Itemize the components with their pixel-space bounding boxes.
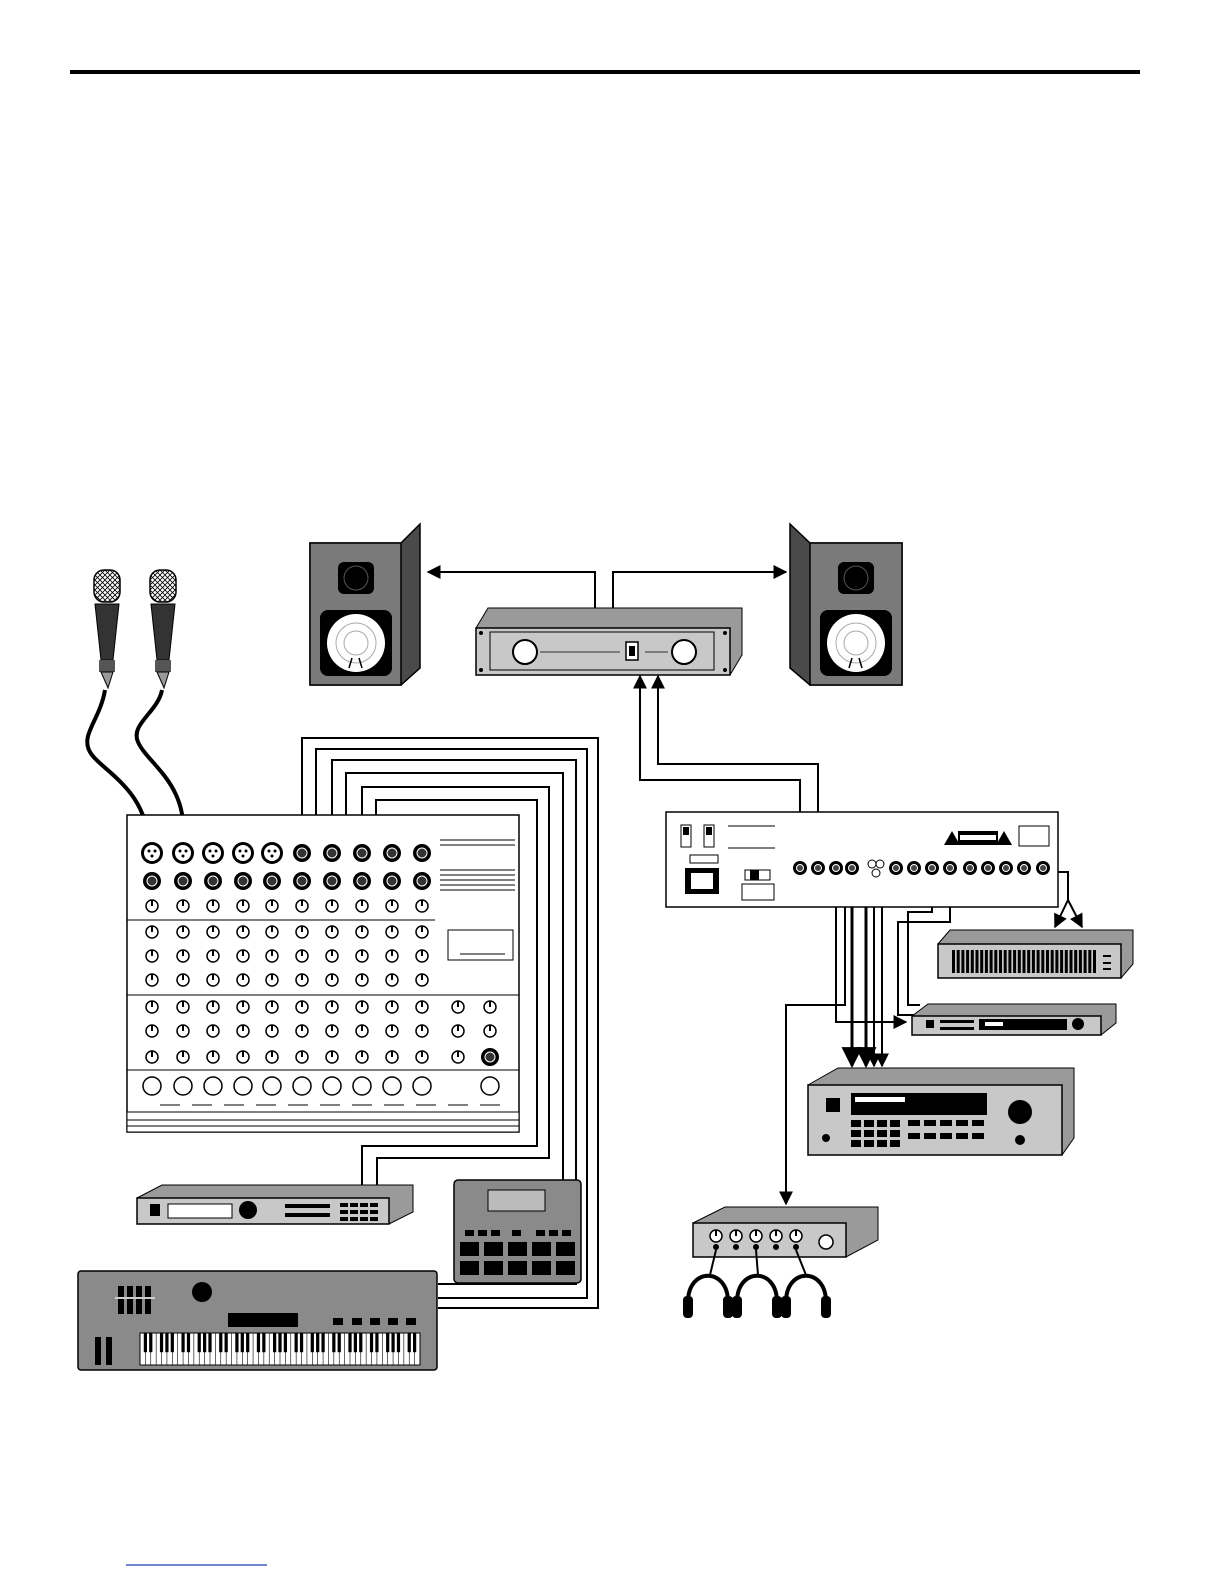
headphones-icon xyxy=(683,1276,733,1318)
mixer-icon xyxy=(127,815,519,1132)
speaker-icon xyxy=(790,524,902,685)
equalizer-icon xyxy=(938,930,1133,978)
rack-module-icon xyxy=(137,1185,413,1224)
headphones-icon xyxy=(732,1276,782,1318)
keyboard-icon xyxy=(78,1271,437,1370)
recorder-icon xyxy=(808,1068,1074,1155)
cable-amp-left-speaker xyxy=(428,572,595,608)
speaker-icon xyxy=(310,524,420,685)
drum-machine-icon xyxy=(454,1180,581,1283)
headphone-amp-icon xyxy=(693,1207,878,1257)
microphone-icon xyxy=(150,570,176,688)
effects-unit-icon xyxy=(912,1004,1116,1035)
microphone-icon xyxy=(94,570,120,688)
amplifier-icon xyxy=(476,608,742,675)
cable-amp-right-speaker xyxy=(613,572,786,608)
headphones-icon xyxy=(781,1276,831,1318)
rack-interface-icon xyxy=(666,812,1058,907)
